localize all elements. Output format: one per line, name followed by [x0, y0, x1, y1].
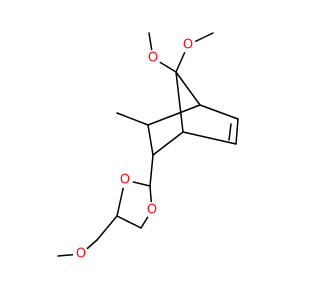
bond-c5-acetal: [149, 154, 154, 187]
bond-bridge-c7-c1: [175, 71, 201, 106]
bond-c1-c6: [147, 104, 201, 126]
bond-c4-c5: [152, 131, 184, 156]
bond-bridge-c7-c4: [175, 71, 184, 133]
bond-c2-c3: [235, 118, 239, 145]
atom-o-ether: O: [73, 246, 89, 262]
bond-c3-c4: [182, 131, 237, 145]
bond-ring-ch2-ch: [116, 215, 142, 229]
atom-label: O: [148, 51, 158, 66]
atom-label: O: [76, 247, 86, 262]
bond-ch-ch2: [96, 215, 118, 241]
carbon-bonds: [96, 32, 239, 241]
bond-c2-c3-double: [228, 123, 232, 141]
atom-o-methoxy-right: O: [180, 37, 196, 53]
bond-c6-c5: [147, 124, 154, 156]
bond-methyl: [116, 112, 149, 126]
atom-label: O: [120, 173, 130, 188]
atom-o-methoxy-left: O: [145, 50, 161, 66]
atom-o-ring-lower: O: [144, 202, 160, 218]
molecule-structure: O O O O O: [57, 32, 239, 262]
oxygen-bonds: [57, 44, 189, 257]
atom-o-ring-upper: O: [117, 172, 133, 188]
atom-label: O: [147, 203, 157, 218]
atom-label: O: [183, 38, 193, 53]
bond-c1-c2: [199, 104, 239, 120]
